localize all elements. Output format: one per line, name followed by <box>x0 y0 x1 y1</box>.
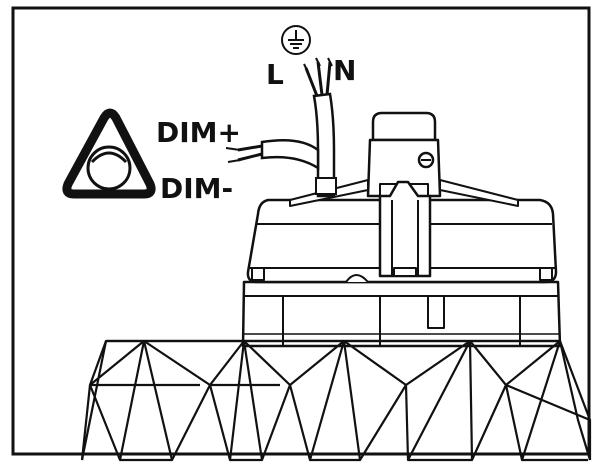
dimmer-triangle-icon <box>62 108 156 199</box>
label-dim-plus: DIM+ <box>156 116 241 149</box>
label-neutral: N <box>333 54 356 87</box>
mains-cable <box>303 57 337 198</box>
clamp-bracket <box>378 180 432 278</box>
luminaire-body <box>241 111 562 348</box>
label-live: L <box>266 58 284 91</box>
mounting-flange <box>241 280 562 348</box>
dimming-cable <box>225 139 320 171</box>
label-dim-minus: DIM- <box>160 172 233 205</box>
heat-sink <box>80 339 592 462</box>
terminal-cap <box>371 111 437 142</box>
ground-earth-icon <box>281 25 311 55</box>
